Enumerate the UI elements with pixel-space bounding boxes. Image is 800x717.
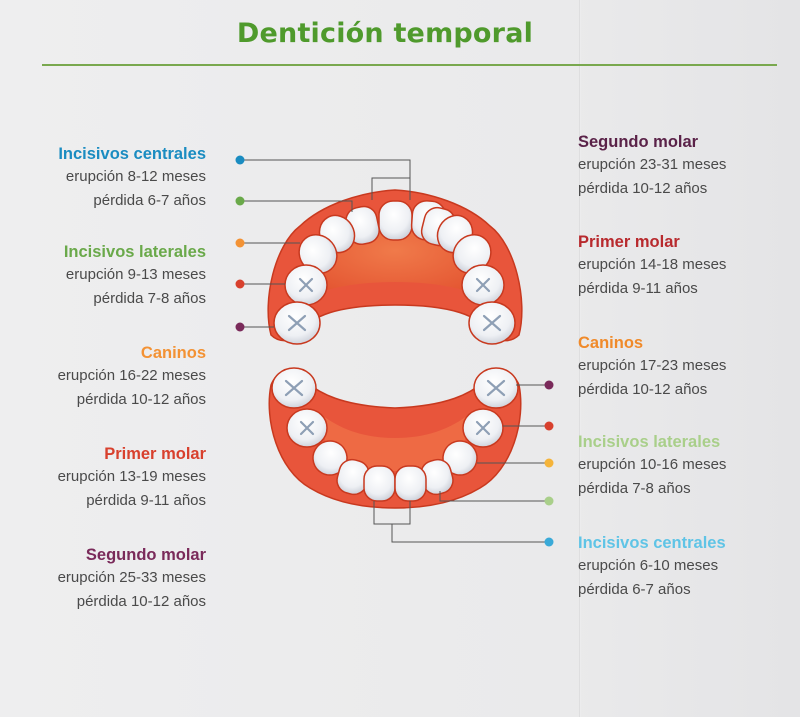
label-perdida: pérdida 9-11 años bbox=[86, 492, 206, 509]
lower-molar-fissures bbox=[284, 379, 506, 436]
label-name: Incisivos laterales bbox=[578, 433, 721, 451]
upper-molar-fissures bbox=[287, 277, 502, 332]
label-erupcion: erupción 13-19 meses bbox=[57, 468, 206, 485]
label-lower-incisivos-laterales: Incisivos laterales erupción 10-16 meses… bbox=[578, 431, 726, 501]
upper-leader-lines bbox=[241, 159, 411, 328]
label-perdida: pérdida 6-7 años bbox=[93, 192, 206, 209]
marker-upper-caninos bbox=[235, 238, 245, 248]
label-lower-primer-molar: Primer molar erupción 14-18 meses pérdid… bbox=[578, 231, 726, 301]
label-upper-primer-molar: Primer molar erupción 13-19 meses pérdid… bbox=[58, 443, 206, 513]
label-name: Primer molar bbox=[578, 233, 680, 251]
label-lower-incisivos-centrales: Incisivos centrales erupción 6-10 meses … bbox=[578, 532, 726, 602]
label-name: Incisivos laterales bbox=[63, 243, 206, 261]
label-perdida: pérdida 10-12 años bbox=[76, 391, 206, 408]
label-name: Primer molar bbox=[104, 445, 206, 463]
label-name: Segundo molar bbox=[85, 546, 206, 564]
label-perdida: pérdida 9-11 años bbox=[578, 280, 698, 297]
lower-mouth-floor bbox=[318, 412, 472, 471]
label-perdida: pérdida 6-7 años bbox=[578, 581, 691, 598]
label-name: Caninos bbox=[140, 344, 206, 362]
label-upper-incisivos-laterales: Incisivos laterales erupción 9-13 meses … bbox=[64, 241, 206, 311]
leader-lower-incisivos-centrales-2 bbox=[391, 524, 548, 543]
label-erupcion: erupción 6-10 meses bbox=[578, 557, 719, 574]
label-upper-incisivos-centrales: Incisivos centrales erupción 8-12 meses … bbox=[58, 143, 206, 213]
label-perdida: pérdida 10-12 años bbox=[76, 593, 206, 610]
marker-upper-incisivos-centrales bbox=[235, 155, 245, 165]
label-perdida: pérdida 7-8 años bbox=[93, 290, 206, 307]
title-divider bbox=[42, 64, 777, 66]
label-perdida: pérdida 10-12 años bbox=[578, 381, 708, 398]
marker-lower-incisivos-laterales bbox=[544, 496, 554, 506]
label-erupcion: erupción 14-18 meses bbox=[578, 256, 727, 273]
label-erupcion: erupción 16-22 meses bbox=[57, 367, 206, 384]
upper-teeth bbox=[273, 200, 516, 345]
lower-leader-lines bbox=[373, 384, 548, 543]
marker-lower-caninos bbox=[544, 458, 554, 468]
lower-jaw bbox=[268, 367, 522, 509]
page-fold bbox=[579, 0, 581, 717]
label-erupcion: erupción 9-13 meses bbox=[65, 266, 206, 283]
marker-lower-segundo-molar bbox=[544, 380, 554, 390]
label-erupcion: erupción 25-33 meses bbox=[57, 569, 206, 586]
marker-lower-incisivos-centrales bbox=[544, 537, 554, 547]
lower-tooth-central-left bbox=[363, 465, 396, 502]
diagram-title: Dentición temporal bbox=[236, 18, 534, 49]
label-upper-caninos: Caninos erupción 16-22 meses pérdida 10-… bbox=[58, 342, 206, 412]
marker-upper-segundo-molar bbox=[235, 322, 245, 332]
label-upper-segundo-molar: Segundo molar erupción 25-33 meses pérdi… bbox=[58, 544, 206, 614]
label-name: Caninos bbox=[578, 334, 644, 352]
upper-marker-dots bbox=[235, 155, 245, 332]
label-erupcion: erupción 8-12 meses bbox=[65, 168, 206, 185]
label-lower-segundo-molar: Segundo molar erupción 23-31 meses pérdi… bbox=[578, 131, 726, 201]
label-erupcion: erupción 23-31 meses bbox=[578, 156, 727, 173]
label-erupcion: erupción 17-23 meses bbox=[578, 357, 727, 374]
marker-upper-primer-molar bbox=[235, 279, 245, 289]
upper-jaw bbox=[267, 189, 523, 345]
label-perdida: pérdida 7-8 años bbox=[578, 480, 691, 497]
label-perdida: pérdida 10-12 años bbox=[578, 180, 708, 197]
label-name: Incisivos centrales bbox=[578, 534, 726, 552]
lower-tooth-central-right bbox=[394, 465, 427, 502]
marker-upper-incisivos-laterales bbox=[235, 196, 245, 206]
upper-tooth-central-left bbox=[378, 200, 413, 241]
label-erupcion: erupción 10-16 meses bbox=[578, 456, 727, 473]
label-name: Segundo molar bbox=[578, 133, 699, 151]
leader-lower-incisivos-laterales bbox=[439, 491, 548, 502]
lower-marker-dots bbox=[544, 380, 554, 547]
marker-lower-primer-molar bbox=[544, 421, 554, 431]
label-name: Incisivos centrales bbox=[58, 145, 206, 163]
leader-upper-incisivos-laterales bbox=[241, 200, 353, 212]
label-lower-caninos: Caninos erupción 17-23 meses pérdida 10-… bbox=[578, 332, 726, 402]
